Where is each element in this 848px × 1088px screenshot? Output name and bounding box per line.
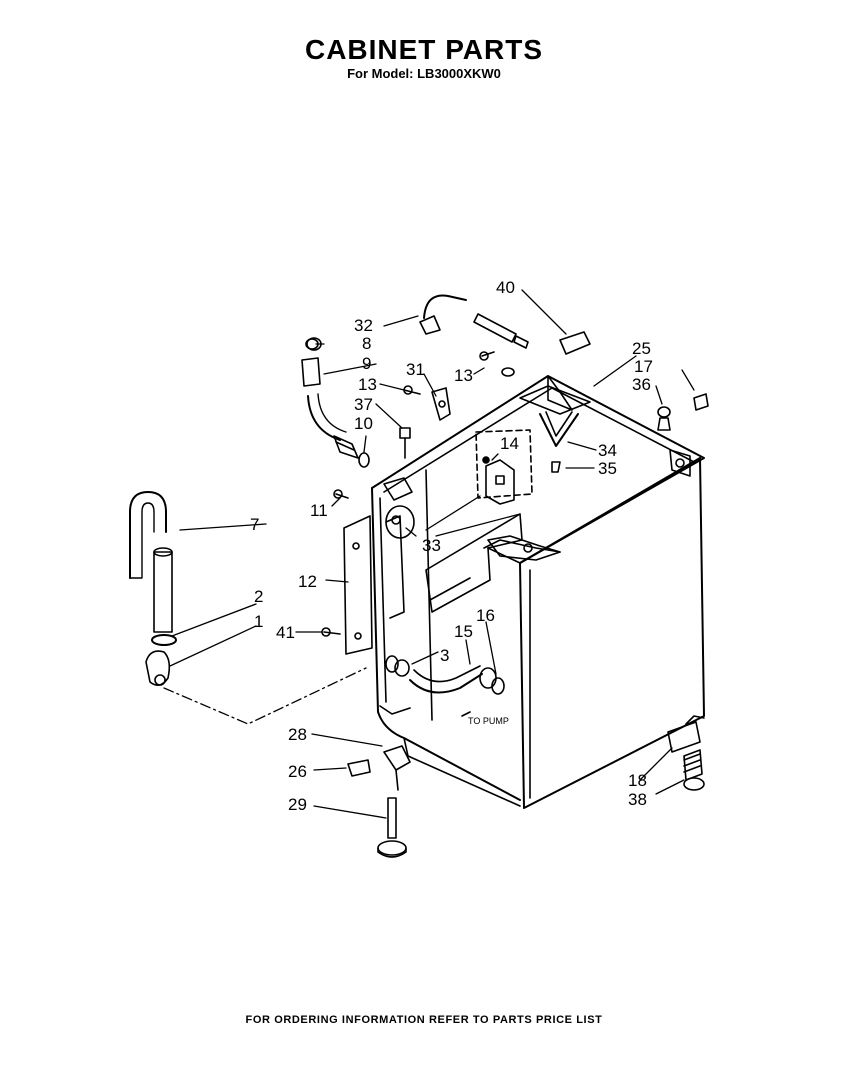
callout-9: 9 [362, 354, 371, 373]
callout-18: 18 [628, 771, 647, 790]
callout-32: 32 [354, 316, 373, 335]
page-title: CABINET PARTS [304, 34, 544, 65]
drain-hose [129, 491, 173, 633]
to-pump-note: TO PUMP [468, 716, 509, 726]
model-subtitle: For Model: LB3000XKW0 [347, 66, 501, 81]
callout-17: 17 [634, 357, 653, 376]
side-bracket [321, 489, 415, 655]
callout-10: 10 [354, 414, 373, 433]
callout-11: 11 [310, 501, 328, 520]
callout-36: 36 [632, 375, 651, 394]
leader-lines [163, 289, 695, 819]
callout-26: 26 [288, 762, 307, 781]
callout-8: 8 [362, 334, 371, 353]
callout-16: 16 [476, 606, 495, 625]
callout-28: 28 [288, 725, 307, 744]
callout-35: 35 [598, 459, 617, 478]
callout-15: 15 [454, 622, 473, 641]
callout-38: 38 [628, 790, 647, 809]
callout-29: 29 [288, 795, 307, 814]
callout-12: 12 [298, 572, 317, 591]
top-parts [306, 294, 709, 473]
callout-25: 25 [632, 339, 651, 358]
callout-1: 1 [254, 612, 263, 631]
callout-13-right: 13 [454, 366, 473, 385]
front-leg-assembly [347, 745, 411, 858]
cabinet-shell [371, 375, 705, 809]
callout-37: 37 [354, 395, 373, 414]
callout-34: 34 [598, 441, 617, 460]
callout-31: 31 [406, 360, 425, 379]
hose-clamps [145, 634, 177, 686]
callout-41: 41 [276, 623, 295, 642]
callout-2: 2 [254, 587, 263, 606]
rear-leg-assembly [667, 715, 705, 791]
callout-14: 14 [500, 434, 519, 453]
callout-13-left: 13 [358, 375, 377, 394]
control-bracket [475, 429, 533, 505]
callout-labels: 32 8 9 13 31 13 37 10 11 7 12 2 1 41 3 1… [250, 278, 653, 814]
callout-7: 7 [250, 515, 259, 534]
callout-3: 3 [440, 646, 449, 665]
callout-33: 33 [422, 536, 441, 555]
callout-40: 40 [496, 278, 515, 297]
ordering-info-footer: FOR ORDERING INFORMATION REFER TO PARTS … [245, 1014, 603, 1026]
pump-hose [385, 655, 505, 717]
